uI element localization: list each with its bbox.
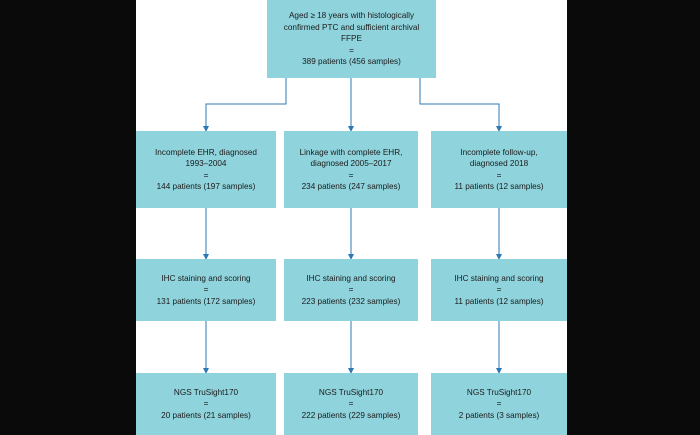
top-line-1: Aged ≥ 18 years with histologically (288, 11, 415, 21)
top-count: 389 patients (456 samples) (302, 57, 401, 67)
box-ihc-left: IHC staining and scoring = 131 patients … (136, 259, 276, 321)
cohort-right-equals: = (496, 170, 502, 180)
connector-lines (203, 78, 502, 374)
cohort-left-line-1: Incomplete EHR, diagnosed (155, 147, 257, 157)
top-line-3: FFPE (341, 34, 362, 44)
cohort-right-line-2: diagnosed 2018 (469, 159, 529, 169)
ihc-left-label: IHC staining and scoring (161, 273, 251, 283)
cohort-middle-line-2: diagnosed 2005–2017 (310, 159, 392, 169)
flowchart-panel: Aged ≥ 18 years with histologically conf… (136, 0, 567, 435)
box-ihc-middle: IHC staining and scoring = 223 patients … (284, 259, 418, 321)
cohort-right-line-1: Incomplete follow-up, (460, 147, 538, 157)
box-eligible-population: Aged ≥ 18 years with histologically conf… (267, 0, 436, 78)
box-ngs-left: NGS TruSight170 = 20 patients (21 sample… (136, 373, 276, 435)
box-ngs-right: NGS TruSight170 = 2 patients (3 samples) (431, 373, 567, 435)
box-ihc-right: IHC staining and scoring = 11 patients (… (431, 259, 567, 321)
box-cohort-left: Incomplete EHR, diagnosed 1993–2004 = 14… (136, 131, 276, 208)
cohort-middle-equals: = (348, 170, 354, 180)
box-cohort-middle: Linkage with complete EHR, diagnosed 200… (284, 131, 418, 208)
ihc-left-count: 131 patients (172 samples) (156, 296, 256, 306)
cohort-left-equals: = (203, 170, 209, 180)
ihc-right-label: IHC staining and scoring (454, 273, 544, 283)
ihc-left-equals: = (203, 285, 209, 295)
box-cohort-right: Incomplete follow-up, diagnosed 2018 = 1… (431, 131, 567, 208)
ngs-middle-count: 222 patients (229 samples) (301, 410, 401, 420)
ihc-middle-count: 223 patients (232 samples) (301, 296, 401, 306)
ihc-middle-label: IHC staining and scoring (306, 273, 396, 283)
connector-top-to-left (203, 78, 287, 132)
ngs-left-label: NGS TruSight170 (173, 387, 239, 397)
ihc-middle-equals: = (348, 285, 354, 295)
cohort-middle-count: 234 patients (247 samples) (301, 181, 401, 191)
cohort-left-line-2: 1993–2004 (185, 159, 227, 169)
ngs-middle-label: NGS TruSight170 (318, 387, 384, 397)
connector-top-to-right (419, 78, 502, 132)
ihc-right-count: 11 patients (12 samples) (454, 296, 544, 306)
ngs-right-label: NGS TruSight170 (466, 387, 532, 397)
ngs-right-count: 2 patients (3 samples) (458, 410, 540, 420)
cohort-left-count: 144 patients (197 samples) (156, 181, 256, 191)
cohort-right-count: 11 patients (12 samples) (454, 181, 544, 191)
top-equals: = (349, 45, 354, 55)
ngs-right-equals: = (496, 399, 502, 409)
ihc-right-equals: = (496, 285, 502, 295)
ngs-left-equals: = (203, 399, 209, 409)
cohort-middle-line-1: Linkage with complete EHR, (299, 147, 403, 157)
top-line-2: confirmed PTC and sufficient archival (283, 22, 420, 32)
ngs-left-count: 20 patients (21 samples) (161, 410, 251, 420)
box-ngs-middle: NGS TruSight170 = 222 patients (229 samp… (284, 373, 418, 435)
ngs-middle-equals: = (348, 399, 354, 409)
